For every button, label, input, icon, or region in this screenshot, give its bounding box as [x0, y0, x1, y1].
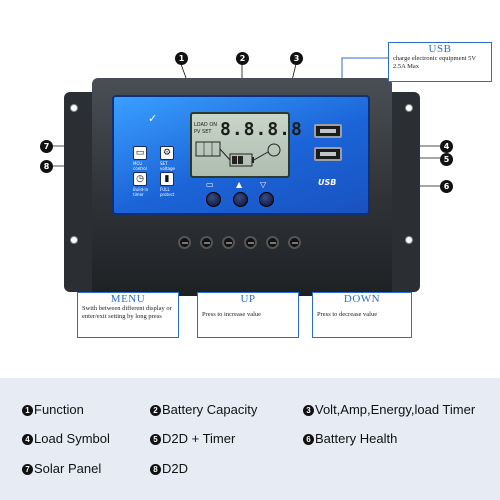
up-callout-title: UP — [240, 293, 256, 305]
lcd-load-label: LOAD ON — [194, 122, 217, 128]
terminal-screw[interactable] — [266, 236, 279, 249]
bulb-icon — [267, 143, 281, 157]
legend-number: 6 — [303, 434, 314, 445]
set-label: SET voltage — [160, 161, 175, 171]
legend-label: Volt,Amp,Energy,load Timer — [315, 402, 476, 417]
mount-hole-bottom-left — [70, 236, 78, 244]
callout-number-4: 4 — [440, 140, 453, 153]
menu-callout-text: Swith between different display or enter… — [82, 305, 172, 320]
menu-callout: MENU Swith between different display or … — [77, 292, 179, 338]
legend-label: D2D — [162, 461, 189, 476]
mcu-icon: ▭ — [133, 146, 147, 160]
legend-label: Load Symbol — [34, 431, 110, 446]
legend-label: Battery Capacity — [162, 402, 258, 417]
legend-label: Solar Panel — [34, 461, 102, 476]
down-callout-title: DOWN — [343, 293, 381, 305]
legend-number: 2 — [150, 405, 161, 416]
legend-number: 7 — [22, 464, 33, 475]
legend-number: 5 — [150, 434, 161, 445]
usb-port-top[interactable] — [314, 124, 342, 138]
legend-number: 1 — [22, 405, 33, 416]
panel-usb-label: USB — [318, 178, 337, 187]
full-label: FULL protect — [160, 187, 175, 197]
mount-hole-bottom-right — [405, 236, 413, 244]
timer-label: Build-in timer — [133, 187, 149, 197]
terminal-screw[interactable] — [244, 236, 257, 249]
clock-icon: ◷ — [133, 172, 147, 186]
callout-number-8: 8 — [40, 160, 53, 173]
legend-number: 8 — [150, 464, 161, 475]
menu-button[interactable] — [206, 192, 221, 207]
terminal-screw[interactable] — [288, 236, 301, 249]
up-callout: UP Press to increase value — [197, 292, 299, 338]
terminal-screw[interactable] — [178, 236, 191, 249]
menu-callout-title: MENU — [110, 293, 146, 305]
lcd-digits: 8.8.8.8 — [220, 119, 303, 140]
down-callout-text: Press to decrease value — [317, 311, 378, 318]
terminal-screw[interactable] — [222, 236, 235, 249]
legend-label: Battery Health — [315, 431, 398, 446]
lcd-pv-label: PV SET — [194, 129, 212, 135]
legend-number: 3 — [303, 405, 314, 416]
legend-label: Function — [34, 402, 84, 417]
solar-panel-icon — [195, 141, 221, 157]
terminal-screw[interactable] — [200, 236, 213, 249]
down-key-icon: ▽ — [260, 180, 267, 189]
terminal-strip — [168, 232, 308, 254]
usb-callout-title: USB — [428, 43, 452, 55]
usb-callout: USB charge electronic equipment 5V 2.5A … — [388, 42, 492, 82]
callout-number-3: 3 — [290, 52, 303, 65]
legend-label: D2D + Timer — [162, 431, 236, 446]
mount-hole-top-left — [70, 104, 78, 112]
brand-logo-icon: ✓ — [148, 112, 158, 125]
mount-hole-top-right — [405, 104, 413, 112]
callout-number-2: 2 — [236, 52, 249, 65]
callout-number-6: 6 — [440, 180, 453, 193]
callout-number-7: 7 — [40, 140, 53, 153]
up-button[interactable] — [233, 192, 248, 207]
mcu-label: MCU control — [133, 161, 147, 171]
usb-port-bottom[interactable] — [314, 147, 342, 161]
down-callout: DOWN Press to decrease value — [312, 292, 412, 338]
lcd-symbols — [195, 141, 281, 167]
up-callout-text: Press to increase value — [202, 311, 262, 318]
full-battery-icon: ▮ — [160, 172, 174, 186]
callout-number-1: 1 — [175, 52, 188, 65]
menu-key-icon: ▭ — [206, 180, 214, 189]
legend-number: 4 — [22, 434, 33, 445]
down-button[interactable] — [259, 192, 274, 207]
gear-icon: ⚙ — [160, 146, 174, 160]
up-key-icon: ▲ — [236, 180, 243, 189]
usb-callout-text: charge electronic equipment 5V 2.5A Max — [393, 55, 476, 70]
callout-number-5: 5 — [440, 153, 453, 166]
lcd-screen — [190, 112, 290, 178]
